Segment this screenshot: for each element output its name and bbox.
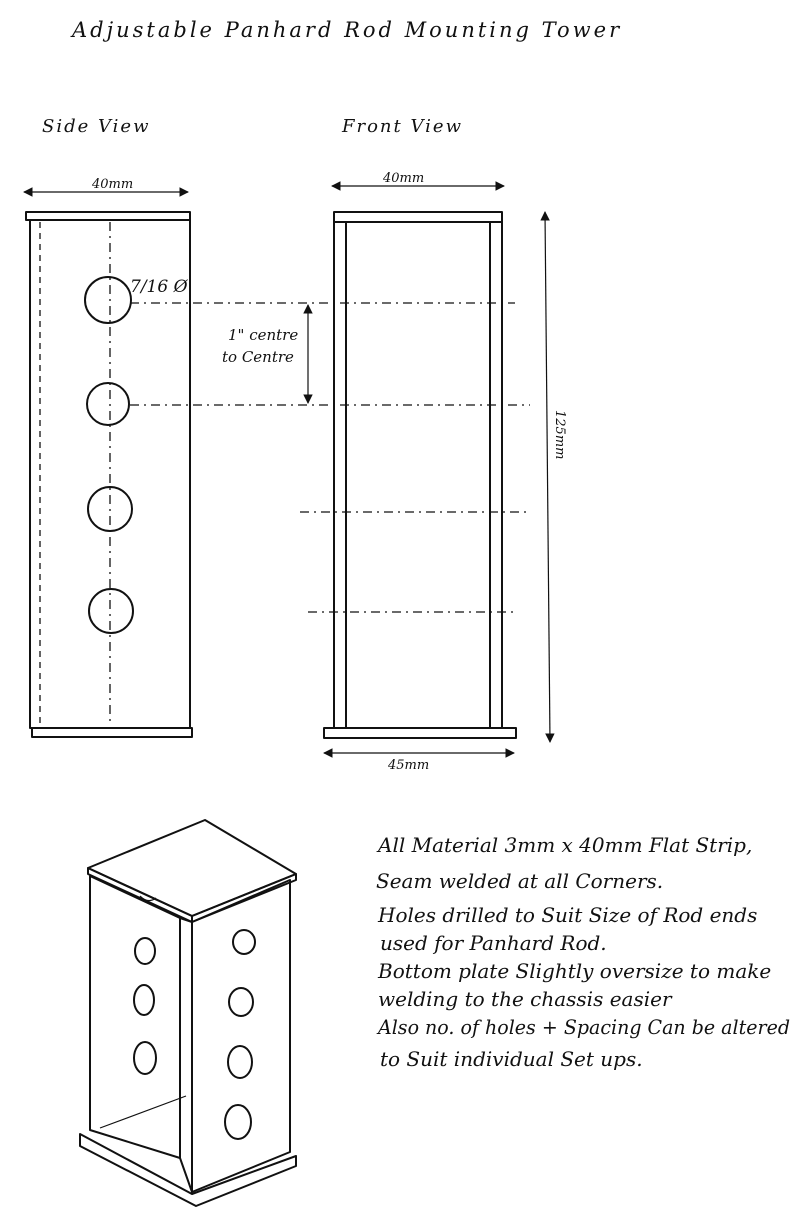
front-base-dimension-label: 45mm: [387, 758, 429, 773]
iso-top-face: [87, 819, 297, 917]
side-hole-2: [86, 382, 130, 426]
side-top-plate: [25, 211, 191, 221]
isometric-view: [79, 819, 297, 1207]
note-line-2: Seam welded at all Corners.: [376, 869, 663, 893]
front-left-wall: [333, 221, 347, 729]
note-line-8: to Suit individual Set ups.: [380, 1047, 643, 1071]
front-width-dimension-label: 40mm: [382, 171, 424, 186]
iso-hole-right-4: [224, 1104, 252, 1140]
hole-spacing-dimension: 1" centre to Centre: [222, 304, 313, 404]
side-hole-1: [84, 276, 132, 324]
front-right-wall: [489, 221, 503, 729]
front-view: Front View 40mm 125mm 45mm: [323, 116, 567, 773]
drawing-title: Adjustable Panhard Rod Mounting Tower: [70, 18, 622, 42]
side-view: Side View 40mm 7/16 Ø: [23, 116, 193, 738]
note-line-4: used for Panhard Rod.: [380, 931, 607, 955]
note-line-7: Also no. of holes + Spacing Can be alter…: [376, 1015, 790, 1039]
iso-top-edge-front: [87, 867, 193, 923]
side-width-dimension-label: 40mm: [91, 177, 133, 192]
note-line-3: Holes drilled to Suit Size of Rod ends: [377, 903, 757, 927]
iso-right-side-plate: [191, 879, 291, 1193]
front-view-label: Front View: [341, 116, 463, 137]
notes-block: All Material 3mm x 40mm Flat Strip, Seam…: [376, 833, 790, 1071]
hole-spacing-label-line1: 1" centre: [228, 326, 298, 344]
note-line-1: All Material 3mm x 40mm Flat Strip,: [376, 833, 752, 857]
iso-top-edge-right: [191, 873, 297, 923]
iso-hole-right-3: [227, 1045, 253, 1079]
side-hole-4: [88, 588, 134, 634]
note-line-6: welding to the chassis easier: [378, 987, 673, 1011]
iso-hole-left-1: [134, 937, 156, 965]
note-line-5: Bottom plate Slightly oversize to make: [377, 959, 771, 983]
front-bottom-plate: [323, 727, 517, 739]
side-view-label: Side View: [42, 116, 150, 137]
front-top-plate: [333, 211, 503, 223]
front-height-dimension-line: [540, 211, 555, 743]
iso-bottom-plate: [79, 1133, 297, 1207]
iso-left-side-plate: [89, 875, 181, 1159]
front-height-dimension-label: 125mm: [552, 410, 567, 459]
iso-hole-right-2: [228, 987, 254, 1017]
hole-diameter-label: 7/16 Ø: [130, 277, 189, 297]
hole-spacing-label-line2: to Centre: [222, 348, 294, 366]
iso-hole-left-3: [133, 1041, 157, 1075]
iso-hole-right-1: [232, 929, 256, 955]
side-hole-3: [87, 486, 133, 532]
side-bottom-plate: [31, 727, 193, 738]
iso-hole-left-2: [133, 984, 155, 1016]
